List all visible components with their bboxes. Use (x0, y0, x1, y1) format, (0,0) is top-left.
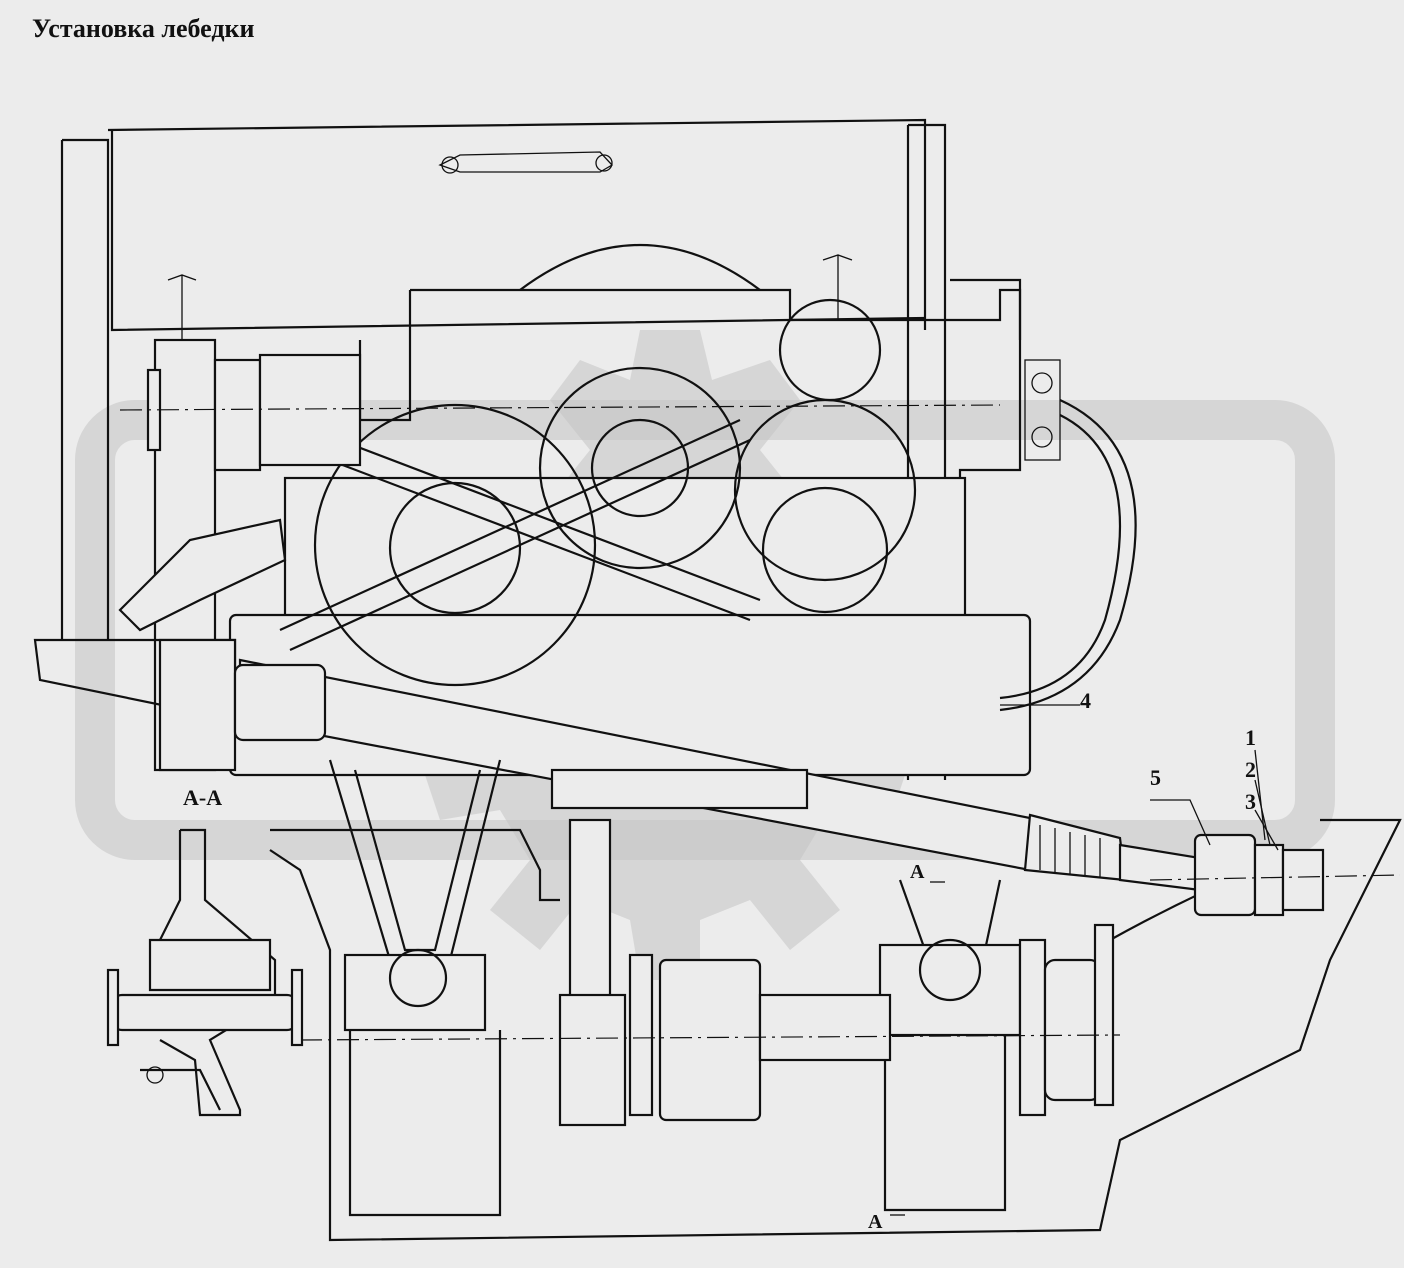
lower-transfer (299, 759, 1121, 1217)
section-marker-bottom: А (868, 1211, 883, 1233)
section-detail (106, 828, 304, 1117)
callout-4: 4 (1080, 688, 1091, 713)
callout-1: 1 (1245, 725, 1256, 750)
callout-3: 3 (1245, 789, 1256, 814)
callout-5: 5 (1150, 765, 1161, 790)
drive-shaft (233, 658, 1401, 917)
callout-2: 2 (1245, 757, 1256, 782)
page-title: Установка лебедки (32, 14, 255, 43)
base-plate (33, 638, 1402, 1242)
leader-lines (890, 704, 1279, 1216)
section-label: А-А (183, 785, 222, 810)
section-marker-top: А (910, 861, 925, 883)
